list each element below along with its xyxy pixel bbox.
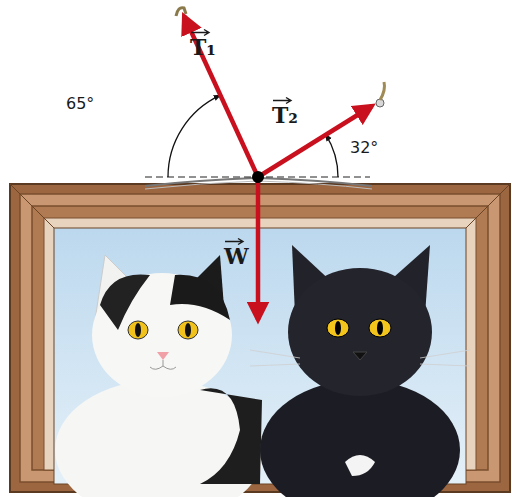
black-cat bbox=[250, 245, 470, 497]
vector-arrow-mark bbox=[224, 237, 247, 245]
force-label: T₂ bbox=[272, 104, 298, 126]
vector-arrow-mark bbox=[272, 96, 295, 104]
vector-arrow-mark bbox=[190, 28, 213, 36]
angle-label: 32° bbox=[350, 140, 378, 156]
attachment-point bbox=[252, 171, 264, 183]
angle-arc bbox=[326, 135, 338, 177]
nail bbox=[376, 99, 384, 107]
white-cat bbox=[55, 255, 265, 497]
angle-label: 65° bbox=[66, 96, 94, 112]
weight-vector bbox=[256, 177, 261, 320]
hook bbox=[380, 82, 385, 100]
hook bbox=[176, 8, 186, 16]
tension-vector bbox=[184, 16, 258, 177]
force-label: T₁ bbox=[190, 36, 216, 58]
angle-arc bbox=[168, 95, 220, 177]
force-label: W bbox=[224, 245, 249, 267]
